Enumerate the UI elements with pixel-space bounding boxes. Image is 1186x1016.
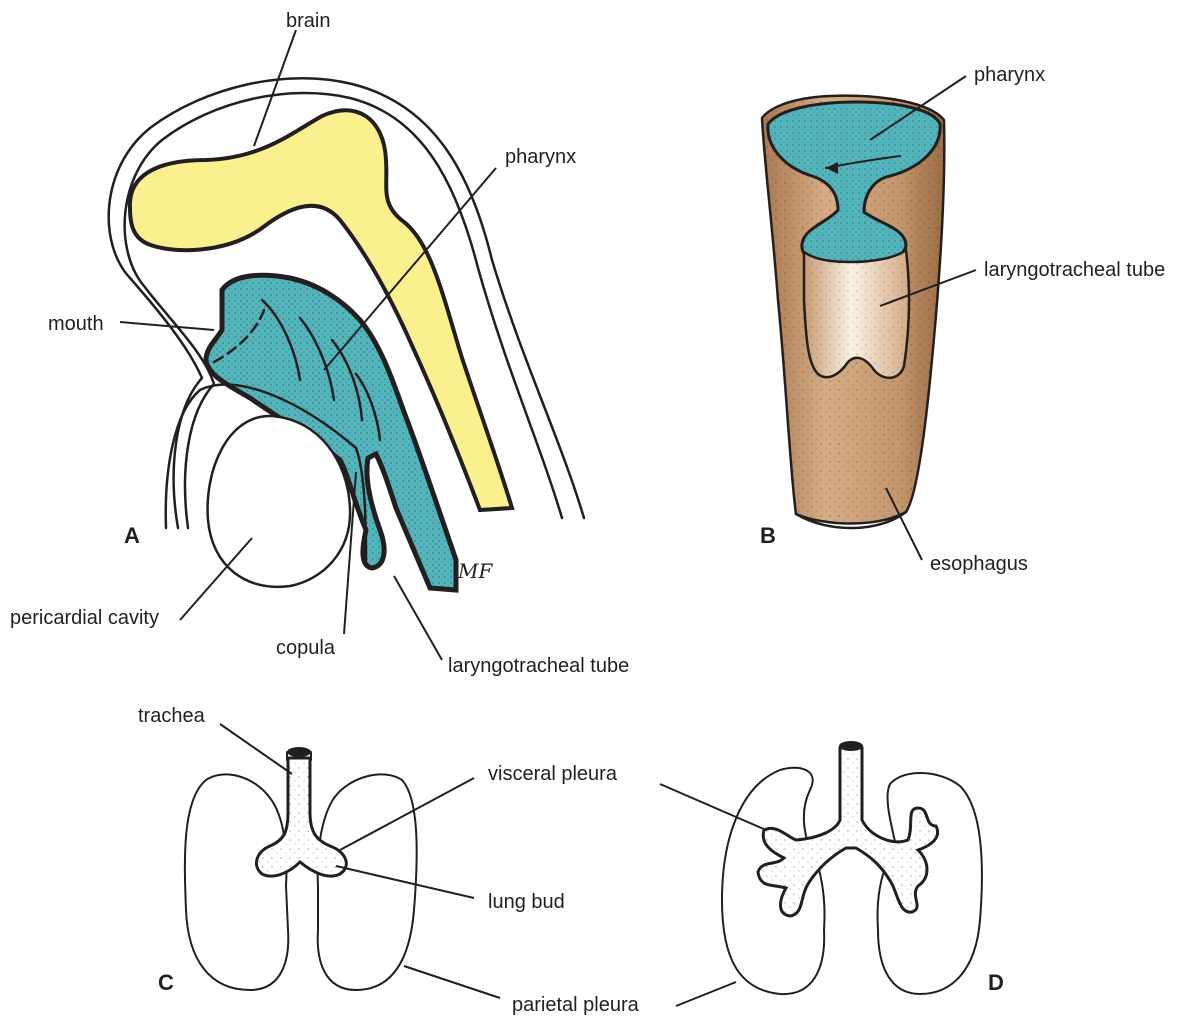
label-visceral-pleura: visceral pleura <box>488 763 618 785</box>
label-esophagus: esophagus <box>930 553 1028 575</box>
label-lung-bud: lung bud <box>488 891 565 913</box>
leader-parietal-pleura-c <box>404 966 500 998</box>
panel-letter-b: B <box>760 523 776 548</box>
label-brain: brain <box>286 10 330 32</box>
label-pharynx-a: pharynx <box>505 146 576 168</box>
leader-brain <box>254 30 296 146</box>
artist-signature: MF <box>457 559 493 583</box>
label-parietal-pleura: parietal pleura <box>512 994 640 1016</box>
label-pharynx-b: pharynx <box>974 64 1045 86</box>
label-pericardial-cavity: pericardial cavity <box>10 607 159 629</box>
label-mouth: mouth <box>48 313 104 335</box>
trachea-lumen-c <box>287 747 311 757</box>
leader-visceral-pleura-d <box>660 784 766 830</box>
panel-letter-d: D <box>988 970 1004 995</box>
leader-parietal-pleura-d <box>676 982 736 1006</box>
panel-d-branching-lung: D <box>660 741 1004 1006</box>
panel-letter-c: C <box>158 970 174 995</box>
parietal-pleura-left-c <box>185 774 288 990</box>
trachea-lumen-d <box>839 741 863 751</box>
panel-a-sagittal-view: MF brain pharynx mouth pericardial cavit… <box>10 10 629 677</box>
leader-lung-bud <box>336 866 474 898</box>
label-trachea: trachea <box>138 705 206 727</box>
leader-trachea <box>220 724 292 774</box>
label-copula: copula <box>276 637 336 659</box>
panel-b-foregut-tube: pharynx laryngotracheal tube esophagus B <box>760 64 1165 575</box>
panel-c-lung-bud: trachea visceral pleura lung bud parieta… <box>138 705 640 1016</box>
label-laryngotracheal-tube-a: laryngotracheal tube <box>448 655 629 677</box>
label-laryngotracheal-tube-b: laryngotracheal tube <box>984 259 1165 281</box>
panel-letter-a: A <box>124 523 140 548</box>
